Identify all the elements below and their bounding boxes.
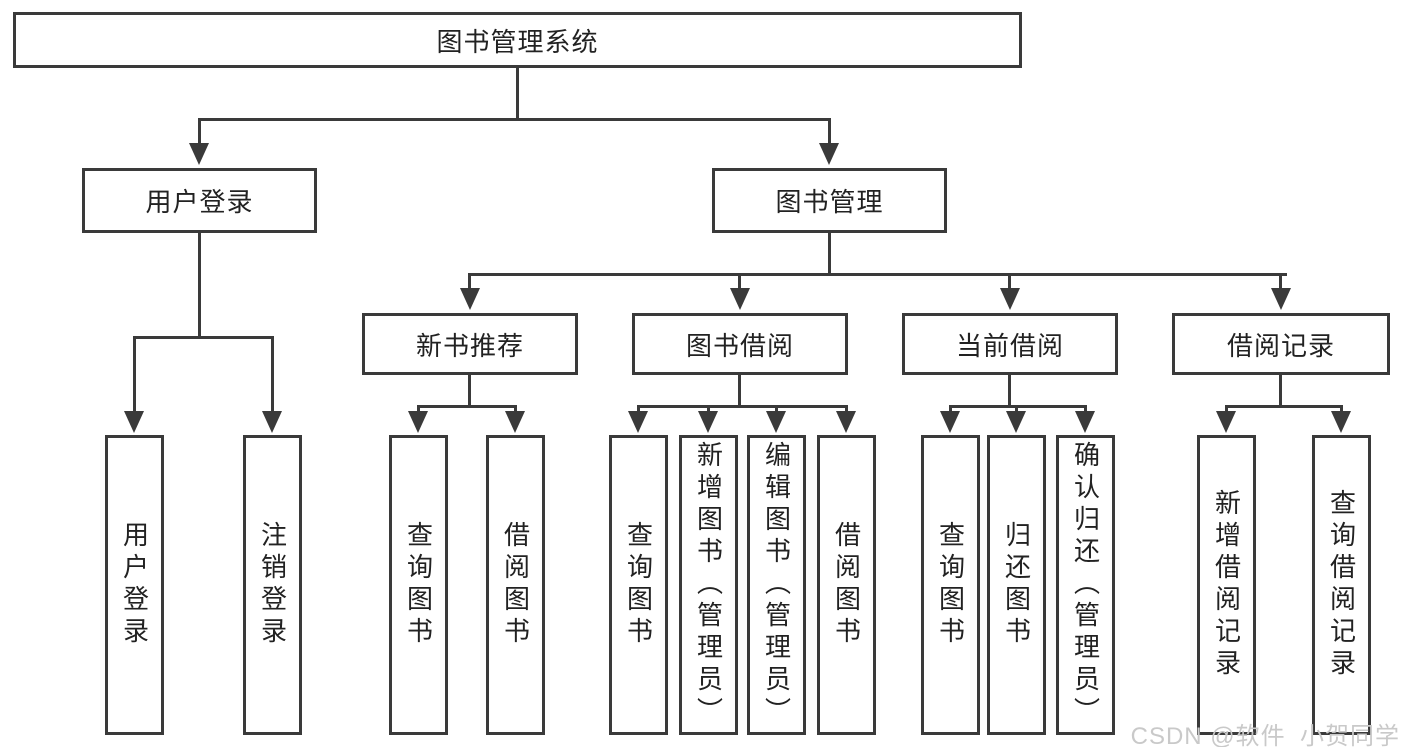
node-label: 图书管理 [775, 187, 884, 217]
connector-line [417, 405, 517, 408]
connector-line [828, 233, 831, 276]
connector-line [707, 407, 710, 413]
connector-line [468, 273, 1287, 276]
connector-line [828, 120, 831, 145]
arrowhead-down-icon [836, 411, 856, 433]
node-current-borrowing: 当前借阅 [902, 313, 1118, 375]
connector-line [198, 120, 201, 145]
leaf-label: 编辑图书（管理员） [761, 441, 792, 729]
connector-line [133, 336, 274, 339]
leaf-query-books-recommend: 查询图书 [389, 435, 448, 735]
connector-line [1225, 405, 1343, 408]
leaf-label: 借阅图书 [831, 521, 862, 649]
connector-line [516, 68, 519, 121]
connector-line [198, 118, 831, 121]
connector-line [637, 405, 848, 408]
connector-line [1015, 407, 1018, 413]
leaf-label: 确认归还（管理员） [1070, 441, 1101, 729]
leaf-edit-books-admin: 编辑图书（管理员） [747, 435, 806, 735]
connector-line [468, 375, 471, 408]
leaf-label: 归还图书 [1001, 521, 1032, 649]
watermark: CSDN @软件_小贺同学 [1130, 723, 1400, 747]
node-book-borrowing: 图书借阅 [632, 313, 848, 375]
node-borrowing-records: 借阅记录 [1172, 313, 1390, 375]
connector-line [514, 407, 517, 413]
leaf-borrow-books-borrow: 借阅图书 [817, 435, 876, 735]
connector-line [949, 405, 1087, 408]
arrowhead-down-icon [1075, 411, 1095, 433]
connector-line [468, 275, 471, 290]
arrowhead-down-icon [940, 411, 960, 433]
connector-line [637, 407, 640, 413]
arrowhead-down-icon [1006, 411, 1026, 433]
leaf-query-books-borrow: 查询图书 [609, 435, 668, 735]
arrowhead-down-icon [408, 411, 428, 433]
connector-line [417, 407, 420, 413]
connector-line [1279, 375, 1282, 408]
leaf-label: 查询图书 [623, 521, 654, 649]
arrowhead-down-icon [505, 411, 525, 433]
leaf-query-books-current: 查询图书 [921, 435, 980, 735]
arrowhead-down-icon [124, 411, 144, 433]
connector-line [775, 407, 778, 413]
node-label: 图书借阅 [685, 330, 794, 361]
arrowhead-down-icon [1271, 288, 1291, 310]
node-label: 用户登录 [145, 187, 254, 217]
leaf-label: 新增借阅记录 [1211, 489, 1242, 681]
arrowhead-down-icon [189, 143, 209, 165]
connector-line [271, 338, 274, 412]
leaf-confirm-return-admin: 确认归还（管理员） [1056, 435, 1115, 735]
leaf-query-borrow-record: 查询借阅记录 [1312, 435, 1371, 735]
arrowhead-down-icon [460, 288, 480, 310]
node-label: 借阅记录 [1226, 330, 1335, 361]
arrowhead-down-icon [1216, 411, 1236, 433]
connector-line [845, 407, 848, 413]
node-root: 图书管理系统 [13, 12, 1022, 68]
arrowhead-down-icon [730, 288, 750, 310]
leaf-label: 查询图书 [935, 521, 966, 649]
connector-line [738, 275, 741, 290]
leaf-user-login: 用户登录 [105, 435, 164, 735]
leaf-label: 注销登录 [257, 521, 288, 649]
connector-line [1084, 407, 1087, 413]
arrowhead-down-icon [262, 411, 282, 433]
leaf-add-borrow-record: 新增借阅记录 [1197, 435, 1256, 735]
leaf-return-books: 归还图书 [987, 435, 1046, 735]
connector-line [1225, 407, 1228, 413]
leaf-label: 查询图书 [403, 521, 434, 649]
connector-line [1279, 275, 1282, 290]
node-new-book-recommendation: 新书推荐 [362, 313, 578, 375]
node-label: 当前借阅 [955, 330, 1064, 361]
connector-line [133, 338, 136, 412]
arrowhead-down-icon [698, 411, 718, 433]
leaf-borrow-books-recommend: 借阅图书 [486, 435, 545, 735]
leaf-label: 新增图书（管理员） [693, 441, 724, 729]
connector-line [1008, 375, 1011, 408]
leaf-label: 用户登录 [119, 521, 150, 649]
arrowhead-down-icon [766, 411, 786, 433]
connector-line [738, 375, 741, 408]
connector-line [1008, 275, 1011, 290]
leaf-add-books-admin: 新增图书（管理员） [679, 435, 738, 735]
node-user-login: 用户登录 [82, 168, 317, 233]
arrowhead-down-icon [819, 143, 839, 165]
leaf-logout: 注销登录 [243, 435, 302, 735]
arrowhead-down-icon [628, 411, 648, 433]
node-label: 图书管理系统 [436, 26, 599, 57]
node-book-management: 图书管理 [712, 168, 947, 233]
node-label: 新书推荐 [415, 330, 524, 361]
leaf-label: 借阅图书 [500, 521, 531, 649]
connector-line [198, 233, 201, 339]
arrowhead-down-icon [1000, 288, 1020, 310]
connector-line [949, 407, 952, 413]
leaf-label: 查询借阅记录 [1326, 489, 1357, 681]
connector-line [1340, 407, 1343, 413]
arrowhead-down-icon [1331, 411, 1351, 433]
